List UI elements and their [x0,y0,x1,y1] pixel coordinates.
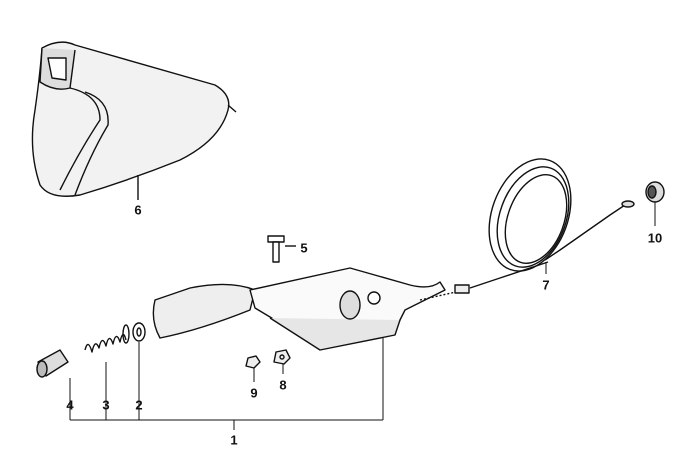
callout-10: 10 [647,230,663,246]
part-8-nut [273,349,291,365]
callout-6: 6 [134,202,142,218]
part-3-spring [84,324,130,353]
callout-1: 1 [230,432,238,448]
callout-5: 5 [300,240,308,256]
callout-9: 9 [250,385,258,401]
part-1-lever [152,267,466,351]
part-9-nut [245,355,261,369]
part-10-grommet [645,181,665,203]
part-2-washer [132,322,146,342]
part-7-cable [454,158,635,294]
callout-7: 7 [542,277,550,293]
callout-4: 4 [66,397,74,413]
part-4-button [36,349,69,378]
part-6-boot-cover [31,41,237,200]
leader-lines [69,202,656,430]
callout-3: 3 [102,397,110,413]
part-5-bolt [267,235,296,263]
callout-8: 8 [279,377,287,393]
callout-2: 2 [135,397,143,413]
